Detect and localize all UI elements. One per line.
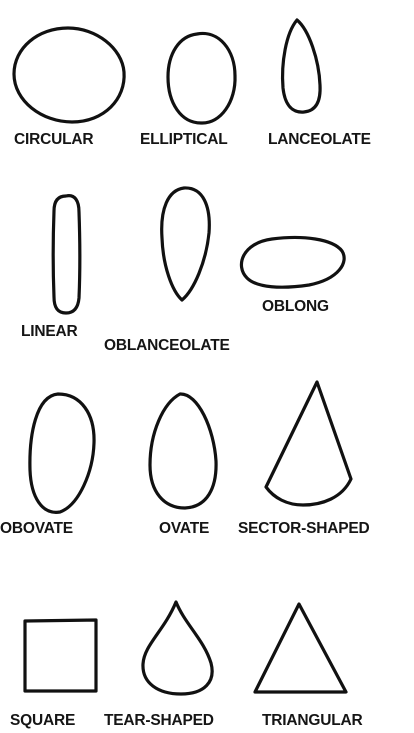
triangular-item: TRIANGULAR	[255, 604, 362, 729]
lanceolate-shape	[283, 20, 321, 112]
square-shape	[25, 620, 96, 691]
ovate-item: OVATE	[150, 394, 216, 537]
oblanceolate-item: OBLANCEOLATE	[104, 188, 230, 354]
ovate-label: OVATE	[159, 520, 209, 537]
sector-shaped-item: SECTOR-SHAPED	[238, 382, 369, 537]
oblanceolate-label: OBLANCEOLATE	[104, 337, 230, 354]
circular-shape	[14, 28, 124, 122]
triangular-shape	[255, 604, 346, 692]
triangular-label: TRIANGULAR	[262, 712, 362, 729]
ovate-shape	[150, 394, 216, 508]
linear-shape	[53, 196, 80, 313]
square-item: SQUARE	[10, 620, 96, 729]
oblanceolate-shape	[162, 188, 210, 300]
square-label: SQUARE	[10, 712, 75, 729]
tear-shaped-shape	[143, 602, 212, 694]
elliptical-label: ELLIPTICAL	[140, 131, 228, 148]
linear-item: LINEAR	[21, 196, 80, 340]
oblong-shape	[241, 238, 344, 288]
obovate-label: OBOVATE	[0, 520, 73, 537]
sector-shaped-label: SECTOR-SHAPED	[238, 520, 369, 537]
obovate-shape	[30, 394, 94, 512]
elliptical-item: ELLIPTICAL	[140, 33, 235, 148]
linear-label: LINEAR	[21, 323, 78, 340]
obovate-item: OBOVATE	[0, 394, 94, 537]
lanceolate-label: LANCEOLATE	[268, 131, 371, 148]
sector-shaped-shape	[266, 382, 351, 505]
tear-shaped-label: TEAR-SHAPED	[104, 712, 214, 729]
tear-shaped-item: TEAR-SHAPED	[104, 602, 214, 729]
circular-label: CIRCULAR	[14, 131, 93, 148]
circular-item: CIRCULAR	[14, 28, 124, 148]
elliptical-shape	[168, 33, 235, 123]
oblong-item: OBLONG	[241, 238, 344, 316]
oblong-label: OBLONG	[262, 298, 329, 315]
lanceolate-item: LANCEOLATE	[268, 20, 371, 148]
